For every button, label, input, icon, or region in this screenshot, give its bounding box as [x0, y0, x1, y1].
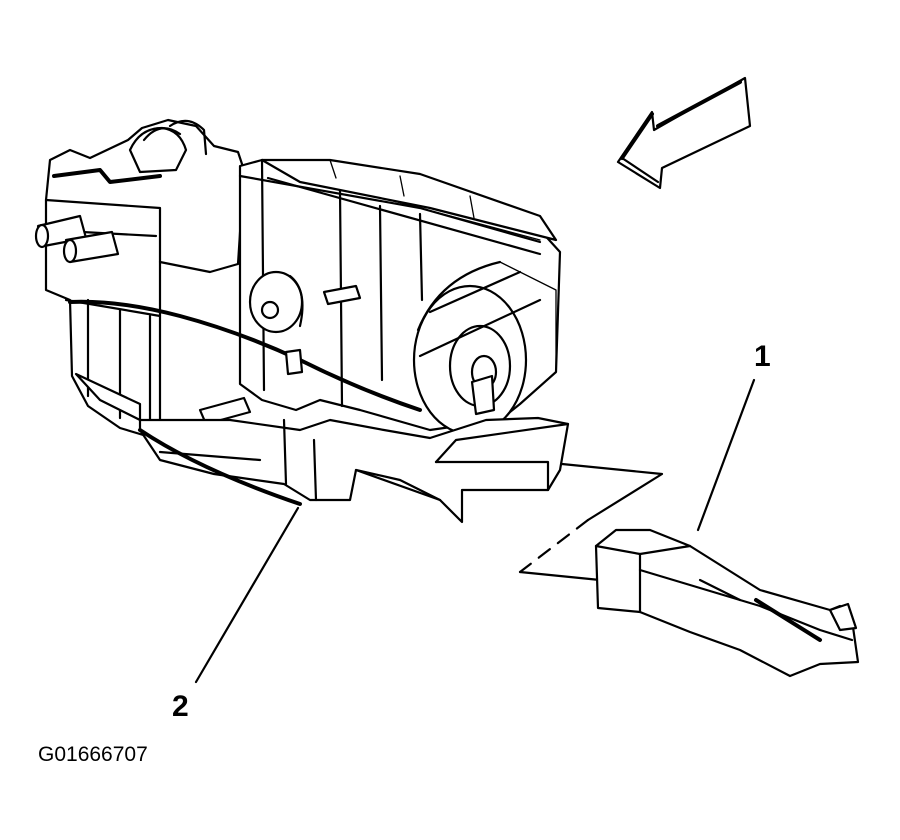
alignment-lines	[518, 462, 664, 582]
arrow-down-left-icon	[616, 76, 752, 190]
callout-label-2: 2	[172, 690, 189, 723]
floor-air-duct	[594, 528, 860, 678]
figure-id-label: G01666707	[38, 743, 148, 766]
leader-line-2	[194, 506, 300, 684]
hvac-module-assembly	[34, 118, 570, 524]
callout-label-1: 1	[754, 340, 771, 373]
leader-line-1	[696, 378, 756, 532]
